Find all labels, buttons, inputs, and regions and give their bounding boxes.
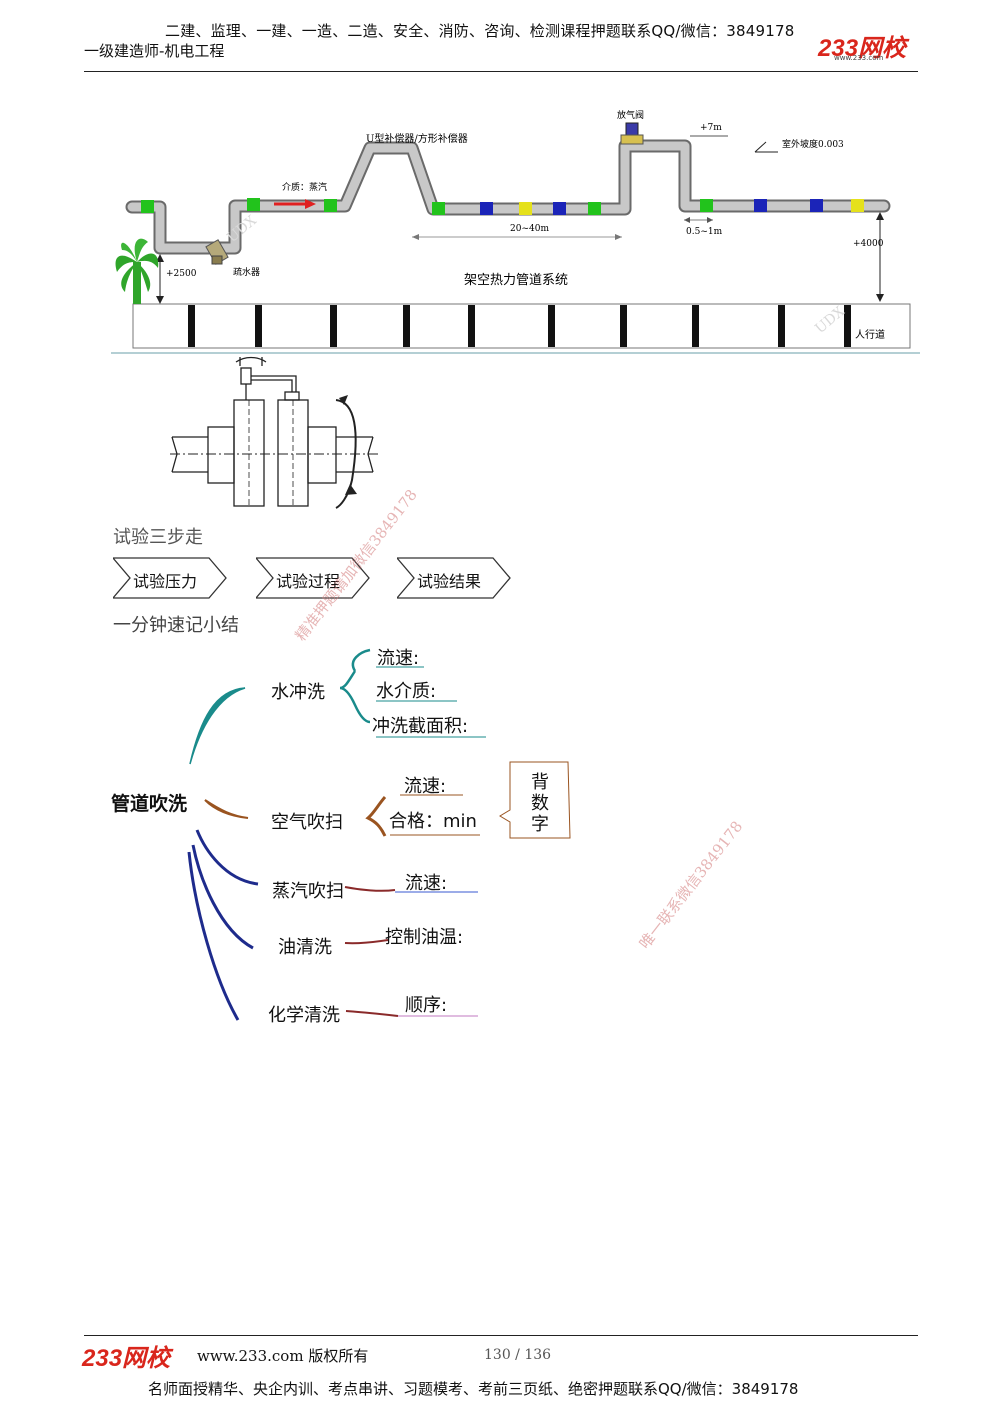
mindmap-water-flush: 水冲洗 [271, 682, 325, 703]
sidewalk-label: 人行道 [855, 328, 885, 341]
mindmap-note-char: 字 [531, 814, 549, 835]
slope-icon [754, 141, 778, 153]
medium-label: 介质：蒸汽 [282, 181, 327, 193]
figure-title: 架空热力管道系统 [464, 273, 568, 288]
summary-title: 一分钟速记小结 [113, 615, 239, 636]
pipeline-route [125, 139, 891, 255]
mindmap-oil-clean: 油清洗 [278, 937, 332, 958]
sidewalk-slab [132, 303, 911, 349]
mindmap-air-purge: 空气吹扫 [271, 812, 343, 833]
mindmap-water-item: 流速: [377, 648, 420, 669]
mindmap-chem-item: 顺序: [405, 995, 448, 1016]
step-label: 试验过程 [276, 572, 341, 591]
compensator-label: U型补偿器/方形补偿器 [366, 132, 468, 145]
mindmap-chem-clean: 化学清洗 [268, 1005, 340, 1026]
header-divider [84, 71, 918, 72]
mindmap-steam-purge: 蒸汽吹扫 [272, 881, 344, 902]
trap-label: 疏水器 [233, 266, 260, 278]
flange-section-drawing [170, 356, 380, 509]
steam-trap-icon [205, 239, 229, 265]
header-subtitle: 一级建造师-机电工程 [84, 42, 225, 60]
span-20-40-label: 20~40m [510, 224, 549, 234]
mindmap-water-item: 冲洗截面积: [372, 716, 469, 737]
slope-label: 室外坡度0.003 [782, 138, 844, 150]
pipe-markers [141, 198, 864, 215]
header-promo-text: 二建、监理、一建、一造、二造、安全、消防、咨询、检测课程押题联系QQ/微信：38… [165, 22, 795, 40]
footer-copyright: www.233.com 版权所有 [197, 1347, 369, 1365]
mindmap-water-item: 水介质: [376, 681, 437, 702]
footer-promo-text: 名师面授精华、央企内训、考点串讲、习题模考、考前三页纸、绝密押题联系QQ/微信：… [148, 1380, 799, 1398]
mindmap-note-char: 数 [531, 793, 549, 814]
mindmap-air-item: 合格：min [389, 811, 477, 832]
mindmap-air-item: 流速: [404, 776, 447, 797]
span-05-1-label: 0.5~1m [686, 227, 723, 237]
pipeline-figure: 人行道 介质：蒸汽 疏水器 U型补偿器/方形补偿器 放气阀 +7m [111, 109, 920, 509]
page-number: 130 / 136 [484, 1347, 552, 1363]
header-logo: 233网校 [818, 35, 907, 62]
step-label: 试验结果 [417, 572, 482, 591]
support-posts [188, 305, 851, 347]
footer-logo: 233网校 [82, 1345, 171, 1372]
elev-7m-label: +7m [700, 123, 722, 133]
step-test-result: 试验结果 [397, 557, 511, 599]
mindmap-note-char: 背 [531, 772, 549, 793]
step-test-pressure: 试验压力 [113, 557, 227, 599]
vent-valve-label: 放气阀 [617, 109, 644, 121]
step-label: 试验压力 [133, 572, 198, 591]
header-logo-url: www.233.com [834, 54, 884, 62]
palm-tree-icon [115, 238, 159, 304]
mindmap-steam-item: 流速: [405, 873, 448, 894]
vent-valve-icon [620, 122, 644, 145]
step-test-process: 试验过程 [256, 557, 370, 599]
mindmap-oil-item: 控制油温: [385, 927, 464, 948]
footer-divider [84, 1335, 918, 1336]
three-steps-title: 试验三步走 [113, 527, 203, 548]
elev-2500-label: +2500 [166, 269, 197, 279]
mindmap-branches [187, 648, 571, 1021]
mindmap-root: 管道吹洗 [111, 793, 188, 815]
elev-4000-label: +4000 [853, 239, 884, 249]
